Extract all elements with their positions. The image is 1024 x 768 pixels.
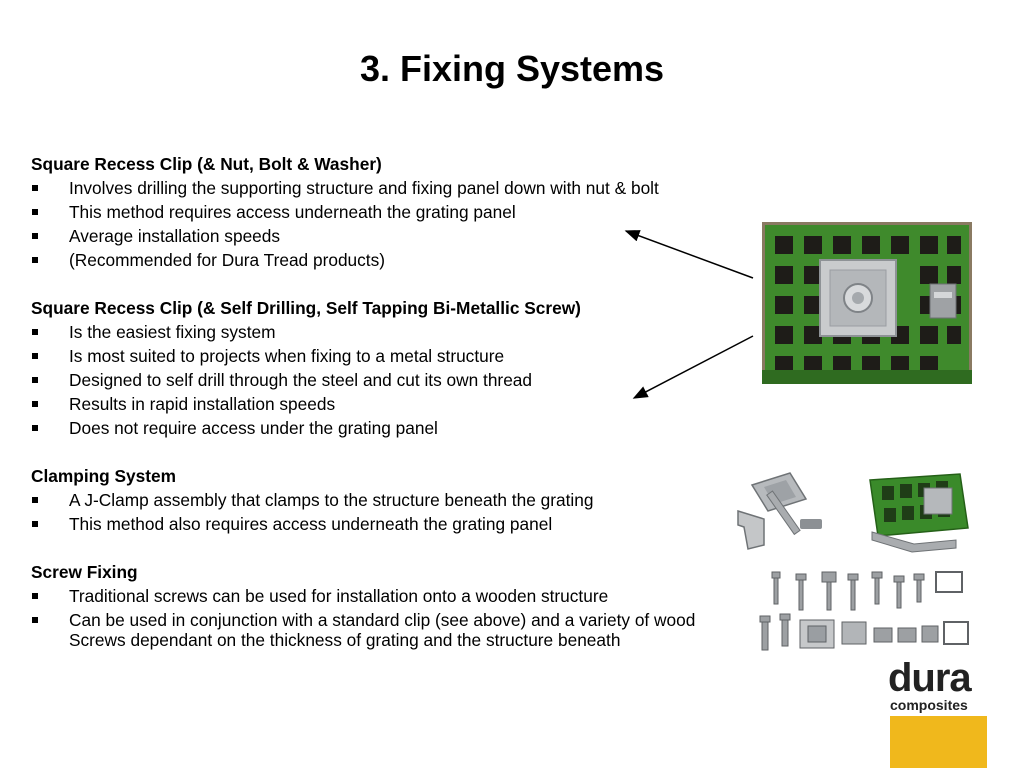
bullet-item: Is the easiest fixing system [31, 320, 751, 344]
logo-wordmark: dura [888, 656, 972, 700]
bullet-marker [32, 401, 38, 407]
bullet-text: Designed to self drill through the steel… [69, 370, 533, 390]
bullet-text: Involves drilling the supporting structu… [69, 178, 659, 198]
content-body: Square Recess Clip (& Nut, Bolt & Washer… [31, 152, 751, 650]
bullet-item: Designed to self drill through the steel… [31, 368, 751, 392]
section-heading: Square Recess Clip (& Self Drilling, Sel… [31, 298, 581, 318]
bullet-text: A J-Clamp assembly that clamps to the st… [69, 490, 594, 510]
bullet-marker [32, 521, 38, 527]
bullet-list: Traditional screws can be used for insta… [31, 584, 751, 650]
grating-clip-photo [762, 222, 972, 384]
section-screw-fixing: Screw Fixing Traditional screws can be u… [31, 560, 751, 650]
bullet-item: A J-Clamp assembly that clamps to the st… [31, 488, 751, 512]
bullet-marker [32, 329, 38, 335]
bullet-marker [32, 233, 38, 239]
bullet-item: Traditional screws can be used for insta… [31, 584, 751, 608]
logo-yellow-block [890, 716, 987, 768]
section-square-recess-nut-bolt: Square Recess Clip (& Nut, Bolt & Washer… [31, 152, 751, 272]
bullet-marker [32, 353, 38, 359]
bullet-text: (Recommended for Dura Tread products) [69, 250, 385, 270]
bullet-text: This method requires access underneath t… [69, 202, 516, 222]
bullet-list: Involves drilling the supporting structu… [31, 176, 751, 272]
clamp-grating-photo [864, 470, 972, 554]
bullet-text: Results in rapid installation speeds [69, 394, 336, 414]
bullet-text: Does not require access under the gratin… [69, 418, 438, 438]
bullet-item: Does not require access under the gratin… [31, 416, 751, 440]
bullet-item: Is most suited to projects when fixing t… [31, 344, 751, 368]
section-heading: Screw Fixing [31, 562, 138, 582]
bullet-marker [32, 497, 38, 503]
bullet-item: (Recommended for Dura Tread products) [31, 248, 751, 272]
bullet-marker [32, 425, 38, 431]
bullet-item: Can be used in conjunction with a standa… [31, 610, 751, 650]
bullet-marker [32, 617, 38, 623]
bullet-text: Is the easiest fixing system [69, 322, 276, 342]
bullet-list: A J-Clamp assembly that clamps to the st… [31, 488, 751, 536]
bullet-text: Average installation speeds [69, 226, 281, 246]
bullet-item: This method also requires access underne… [31, 512, 751, 536]
dura-composites-logo: dura composites [888, 656, 988, 768]
arrow-to-screw-clip [632, 335, 754, 399]
bullet-item: Involves drilling the supporting structu… [31, 176, 751, 200]
bullet-item: This method requires access underneath t… [31, 200, 751, 224]
arrow-to-nut-bolt-clip [624, 230, 754, 279]
section-square-recess-screw: Square Recess Clip (& Self Drilling, Sel… [31, 296, 751, 440]
section-heading: Clamping System [31, 466, 177, 486]
page-title: 3. Fixing Systems [359, 48, 665, 89]
bullet-item: Results in rapid installation speeds [31, 392, 751, 416]
logo-subtitle: composites [890, 697, 968, 713]
bullet-marker [32, 209, 38, 215]
bullet-text: This method also requires access underne… [69, 514, 553, 534]
bullet-text: Can be used in conjunction with a standa… [69, 610, 696, 650]
screws-assortment-photo [752, 568, 976, 658]
section-heading: Square Recess Clip (& Nut, Bolt & Washer… [31, 154, 382, 174]
bullet-marker [32, 593, 38, 599]
bullet-list: Is the easiest fixing system Is most sui… [31, 320, 751, 440]
bullet-marker [32, 185, 38, 191]
bullet-marker [32, 377, 38, 383]
bullet-text: Traditional screws can be used for insta… [69, 586, 609, 606]
section-clamping-system: Clamping System A J-Clamp assembly that … [31, 464, 751, 536]
j-clamp-photo [734, 467, 830, 553]
bullet-item: Average installation speeds [31, 224, 751, 248]
bullet-marker [32, 257, 38, 263]
bullet-text: Is most suited to projects when fixing t… [69, 346, 505, 366]
